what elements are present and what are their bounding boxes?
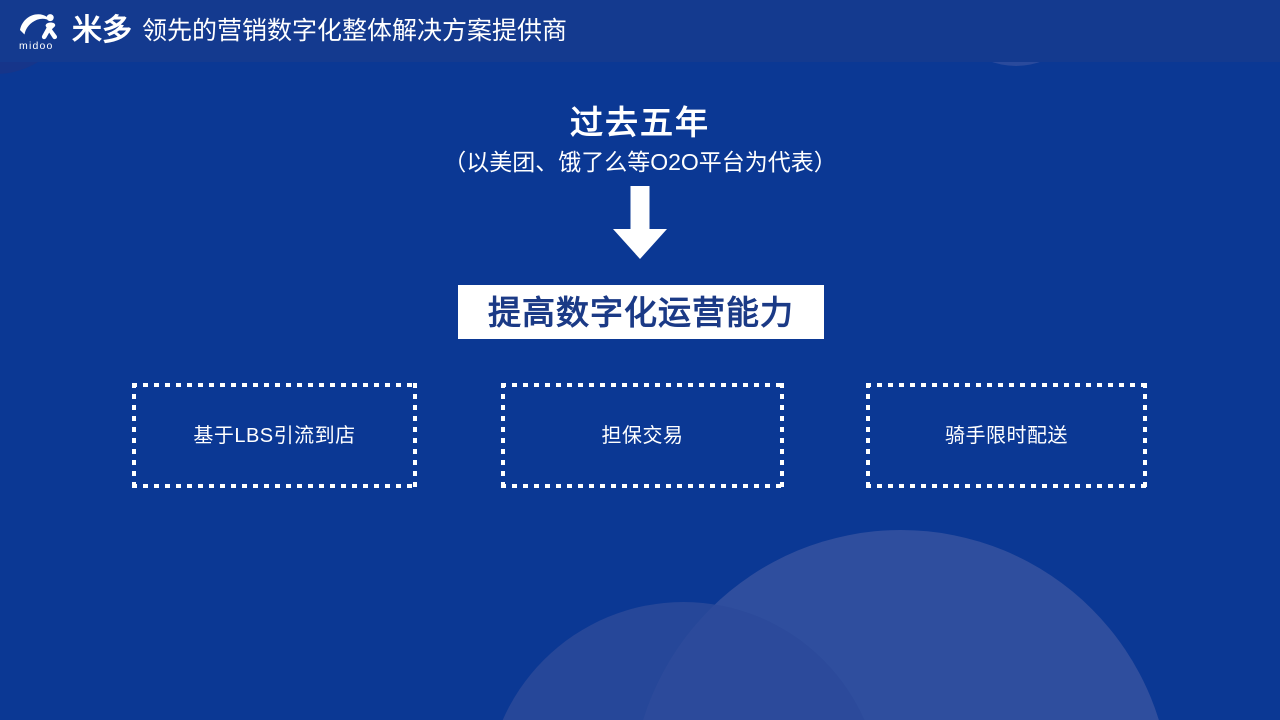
capability-box-1: 基于LBS引流到店 [132,383,417,488]
midoo-wordmark: midoo [19,40,54,52]
capability-box-row: 基于LBS引流到店 担保交易 骑手限时配送 [0,383,1280,488]
capability-box-2: 担保交易 [501,383,784,488]
capability-box-3-label: 骑手限时配送 [945,424,1068,447]
slide-subtitle: （以美团、饿了么等O2O平台为代表） [443,148,837,175]
capability-box-3: 骑手限时配送 [866,383,1147,488]
highlight-banner-text: 提高数字化运营能力 [488,293,794,331]
capability-box-2-label: 担保交易 [601,424,684,447]
brand-tagline: 领先的营销数字化整体解决方案提供商 [142,16,568,45]
highlight-banner: 提高数字化运营能力 [458,285,824,339]
slide-title: 过去五年 [570,104,710,141]
midoo-logo-icon: midoo [16,10,68,52]
brand-name-cn: 米多 [72,14,132,47]
arrow-down-icon [611,186,669,260]
capability-box-1-label: 基于LBS引流到店 [193,424,356,447]
decorative-circle-bottom-right [631,530,1171,720]
decorative-circle-bottom-mid [486,602,881,720]
header-bar: midoo 米多 领先的营销数字化整体解决方案提供商 [0,0,1280,62]
title-block: 过去五年 （以美团、饿了么等O2O平台为代表） [0,104,1280,177]
